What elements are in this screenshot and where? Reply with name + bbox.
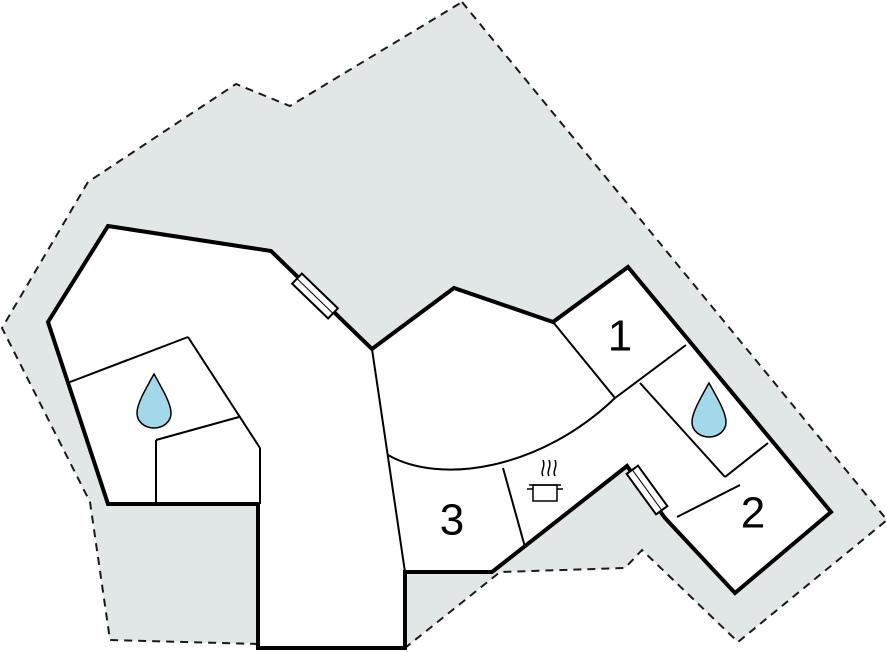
steam-line xyxy=(547,459,551,477)
room1-wall-bottom xyxy=(614,344,687,399)
window-lower xyxy=(625,464,669,516)
cooking-pot-icon xyxy=(527,459,563,502)
window-glass-line xyxy=(296,278,334,314)
room3-wall-right xyxy=(502,467,526,548)
window-upper xyxy=(290,272,340,320)
room2-wall-top xyxy=(676,484,741,518)
bathroom-left-wall-right xyxy=(187,336,261,449)
pot-body xyxy=(532,484,558,502)
steam-line xyxy=(553,459,557,477)
bathroom-right-wall-left xyxy=(639,382,726,478)
room-label-1: 1 xyxy=(608,312,632,361)
room1-wall-left xyxy=(552,321,616,399)
window-glass-line xyxy=(631,469,663,511)
room-label-2: 2 xyxy=(741,489,765,538)
water-drop-icon xyxy=(691,381,727,438)
bathroom-right-wall-bottom xyxy=(724,442,769,478)
water-drop-icon xyxy=(136,372,172,429)
bathroom-left-wall-top xyxy=(69,336,189,383)
living-wall-left xyxy=(371,348,406,573)
steam-line xyxy=(541,459,545,477)
room-label-3: 3 xyxy=(440,496,464,545)
toilet-wall-top xyxy=(155,416,240,441)
interior-walls xyxy=(69,321,769,573)
corridor-curved-wall xyxy=(387,397,616,471)
